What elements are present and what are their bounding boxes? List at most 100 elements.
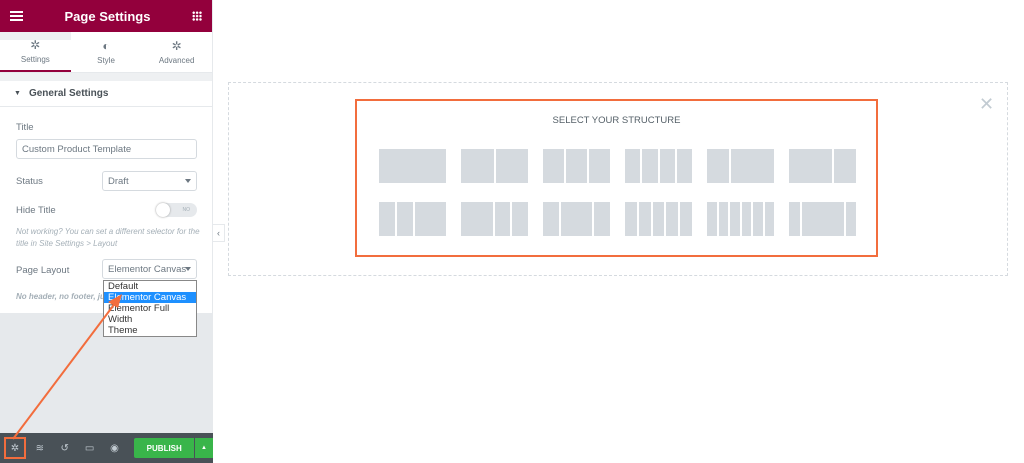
structure-preset[interactable] — [625, 202, 692, 236]
structure-column — [741, 202, 751, 236]
toggle-text: NO — [182, 207, 191, 213]
structure-preset[interactable] — [461, 202, 528, 236]
structure-column — [495, 149, 528, 183]
tab-label: Style — [97, 56, 115, 65]
structure-preset[interactable] — [379, 202, 446, 236]
structure-column — [396, 202, 413, 236]
caret-down-icon: ▼ — [14, 90, 21, 97]
structure-preset[interactable] — [379, 149, 446, 183]
tab-settings[interactable]: ✲ Settings — [0, 32, 71, 72]
title-input[interactable]: Custom Product Template — [16, 139, 197, 159]
structure-selector: SELECT YOUR STRUCTURE — [355, 99, 878, 257]
structure-column — [676, 149, 692, 183]
structure-column — [625, 202, 637, 236]
structure-column — [494, 202, 511, 236]
structure-column — [638, 202, 651, 236]
chevron-left-icon: ‹ — [217, 228, 220, 238]
structure-preset[interactable] — [789, 149, 856, 183]
option-elementor-canvas[interactable]: Elementor Canvas — [104, 292, 196, 303]
structure-column — [652, 202, 665, 236]
add-section-area — [228, 82, 1008, 276]
structure-column — [625, 149, 641, 183]
gear-icon: ✲ — [171, 39, 182, 53]
structure-column — [764, 202, 774, 236]
structure-preset[interactable] — [789, 202, 856, 236]
publish-options-button[interactable]: ▲ — [195, 438, 213, 458]
structure-column — [730, 202, 740, 236]
structure-column — [666, 202, 679, 236]
gear-icon: ✲ — [30, 38, 41, 52]
structure-column — [707, 149, 729, 183]
page-layout-note: No header, no footer, ju — [16, 292, 105, 301]
structure-column — [379, 149, 446, 183]
structure-column — [543, 149, 564, 183]
status-value: Draft — [108, 175, 129, 187]
chevron-down-icon — [185, 179, 191, 186]
collapse-panel-button[interactable]: ‹ — [213, 224, 225, 242]
structure-column — [845, 202, 856, 236]
structure-preset[interactable] — [543, 202, 610, 236]
chevron-down-icon — [185, 267, 191, 274]
half-circle-icon: ◐ — [102, 39, 110, 53]
structure-column — [543, 202, 559, 236]
structure-column — [461, 149, 494, 183]
option-elementor-full-width[interactable]: Elementor Full Width — [108, 303, 170, 325]
structure-column — [461, 202, 493, 236]
structure-column — [753, 202, 763, 236]
structure-preset[interactable] — [543, 149, 610, 183]
layers-icon[interactable]: ≋ — [35, 442, 45, 454]
status-label: Status — [16, 176, 43, 187]
caret-up-icon: ▲ — [201, 445, 207, 451]
publish-button[interactable]: PUBLISH — [134, 438, 195, 458]
structure-column — [566, 149, 587, 183]
structure-preset[interactable] — [625, 149, 692, 183]
tab-label: Advanced — [158, 56, 195, 65]
tab-advanced[interactable]: ✲ Advanced — [141, 32, 212, 72]
gear-icon[interactable]: ✲ — [4, 437, 26, 459]
status-select[interactable]: Draft — [102, 171, 197, 191]
panel-header: Page Settings — [0, 0, 212, 32]
structure-column — [789, 202, 800, 236]
option-default[interactable]: Default — [108, 281, 139, 292]
structure-column — [834, 149, 856, 183]
structure-column — [414, 202, 446, 236]
section-title: General Settings — [28, 88, 109, 99]
structure-column — [680, 202, 692, 236]
structure-column — [718, 202, 728, 236]
responsive-icon[interactable]: ▭ — [84, 442, 95, 454]
structure-column — [560, 202, 593, 236]
sidebar: Page Settings ✲ Settings ◐ Style ✲ Advanced… — [0, 0, 213, 463]
close-icon[interactable]: ✕ — [979, 94, 995, 114]
page-layout-value: Elementor Canvas — [108, 263, 187, 275]
structure-column — [707, 202, 717, 236]
structure-column — [789, 149, 833, 183]
structure-column — [801, 202, 844, 236]
structure-column — [642, 149, 658, 183]
eye-icon[interactable]: ◉ — [110, 442, 119, 454]
structure-column — [594, 202, 610, 236]
hide-title-note: Not working? You can set a different sel… — [16, 227, 200, 248]
hide-title-label: Hide Title — [16, 205, 56, 216]
tab-label: Settings — [20, 55, 50, 64]
panel-footer: ✲ ≋ ↺ ▭ ◉ PUBLISH ▲ — [0, 433, 213, 463]
structure-preset[interactable] — [707, 202, 774, 236]
grid-icon[interactable] — [192, 11, 202, 21]
hamburger-icon[interactable] — [10, 11, 23, 21]
history-icon[interactable]: ↺ — [60, 442, 69, 454]
structure-column — [589, 149, 610, 183]
tab-style[interactable]: ◐ Style — [71, 32, 142, 72]
page-layout-select[interactable]: Elementor Canvas — [102, 259, 197, 279]
structure-column — [379, 202, 395, 236]
structure-column — [512, 202, 528, 236]
structure-column — [659, 149, 675, 183]
title-label: Title — [16, 122, 34, 133]
structure-preset[interactable] — [461, 149, 528, 183]
panel-title: Page Settings — [64, 8, 151, 24]
section-general-settings[interactable]: ▼ General Settings — [0, 81, 212, 107]
option-theme[interactable]: Theme — [108, 325, 138, 336]
structure-column — [730, 149, 774, 183]
hide-title-toggle[interactable]: NO — [156, 203, 197, 217]
structure-preset[interactable] — [707, 149, 774, 183]
page-layout-dropdown: Default Elementor Canvas Elementor Full … — [103, 280, 197, 337]
structure-heading: SELECT YOUR STRUCTURE — [552, 115, 681, 126]
